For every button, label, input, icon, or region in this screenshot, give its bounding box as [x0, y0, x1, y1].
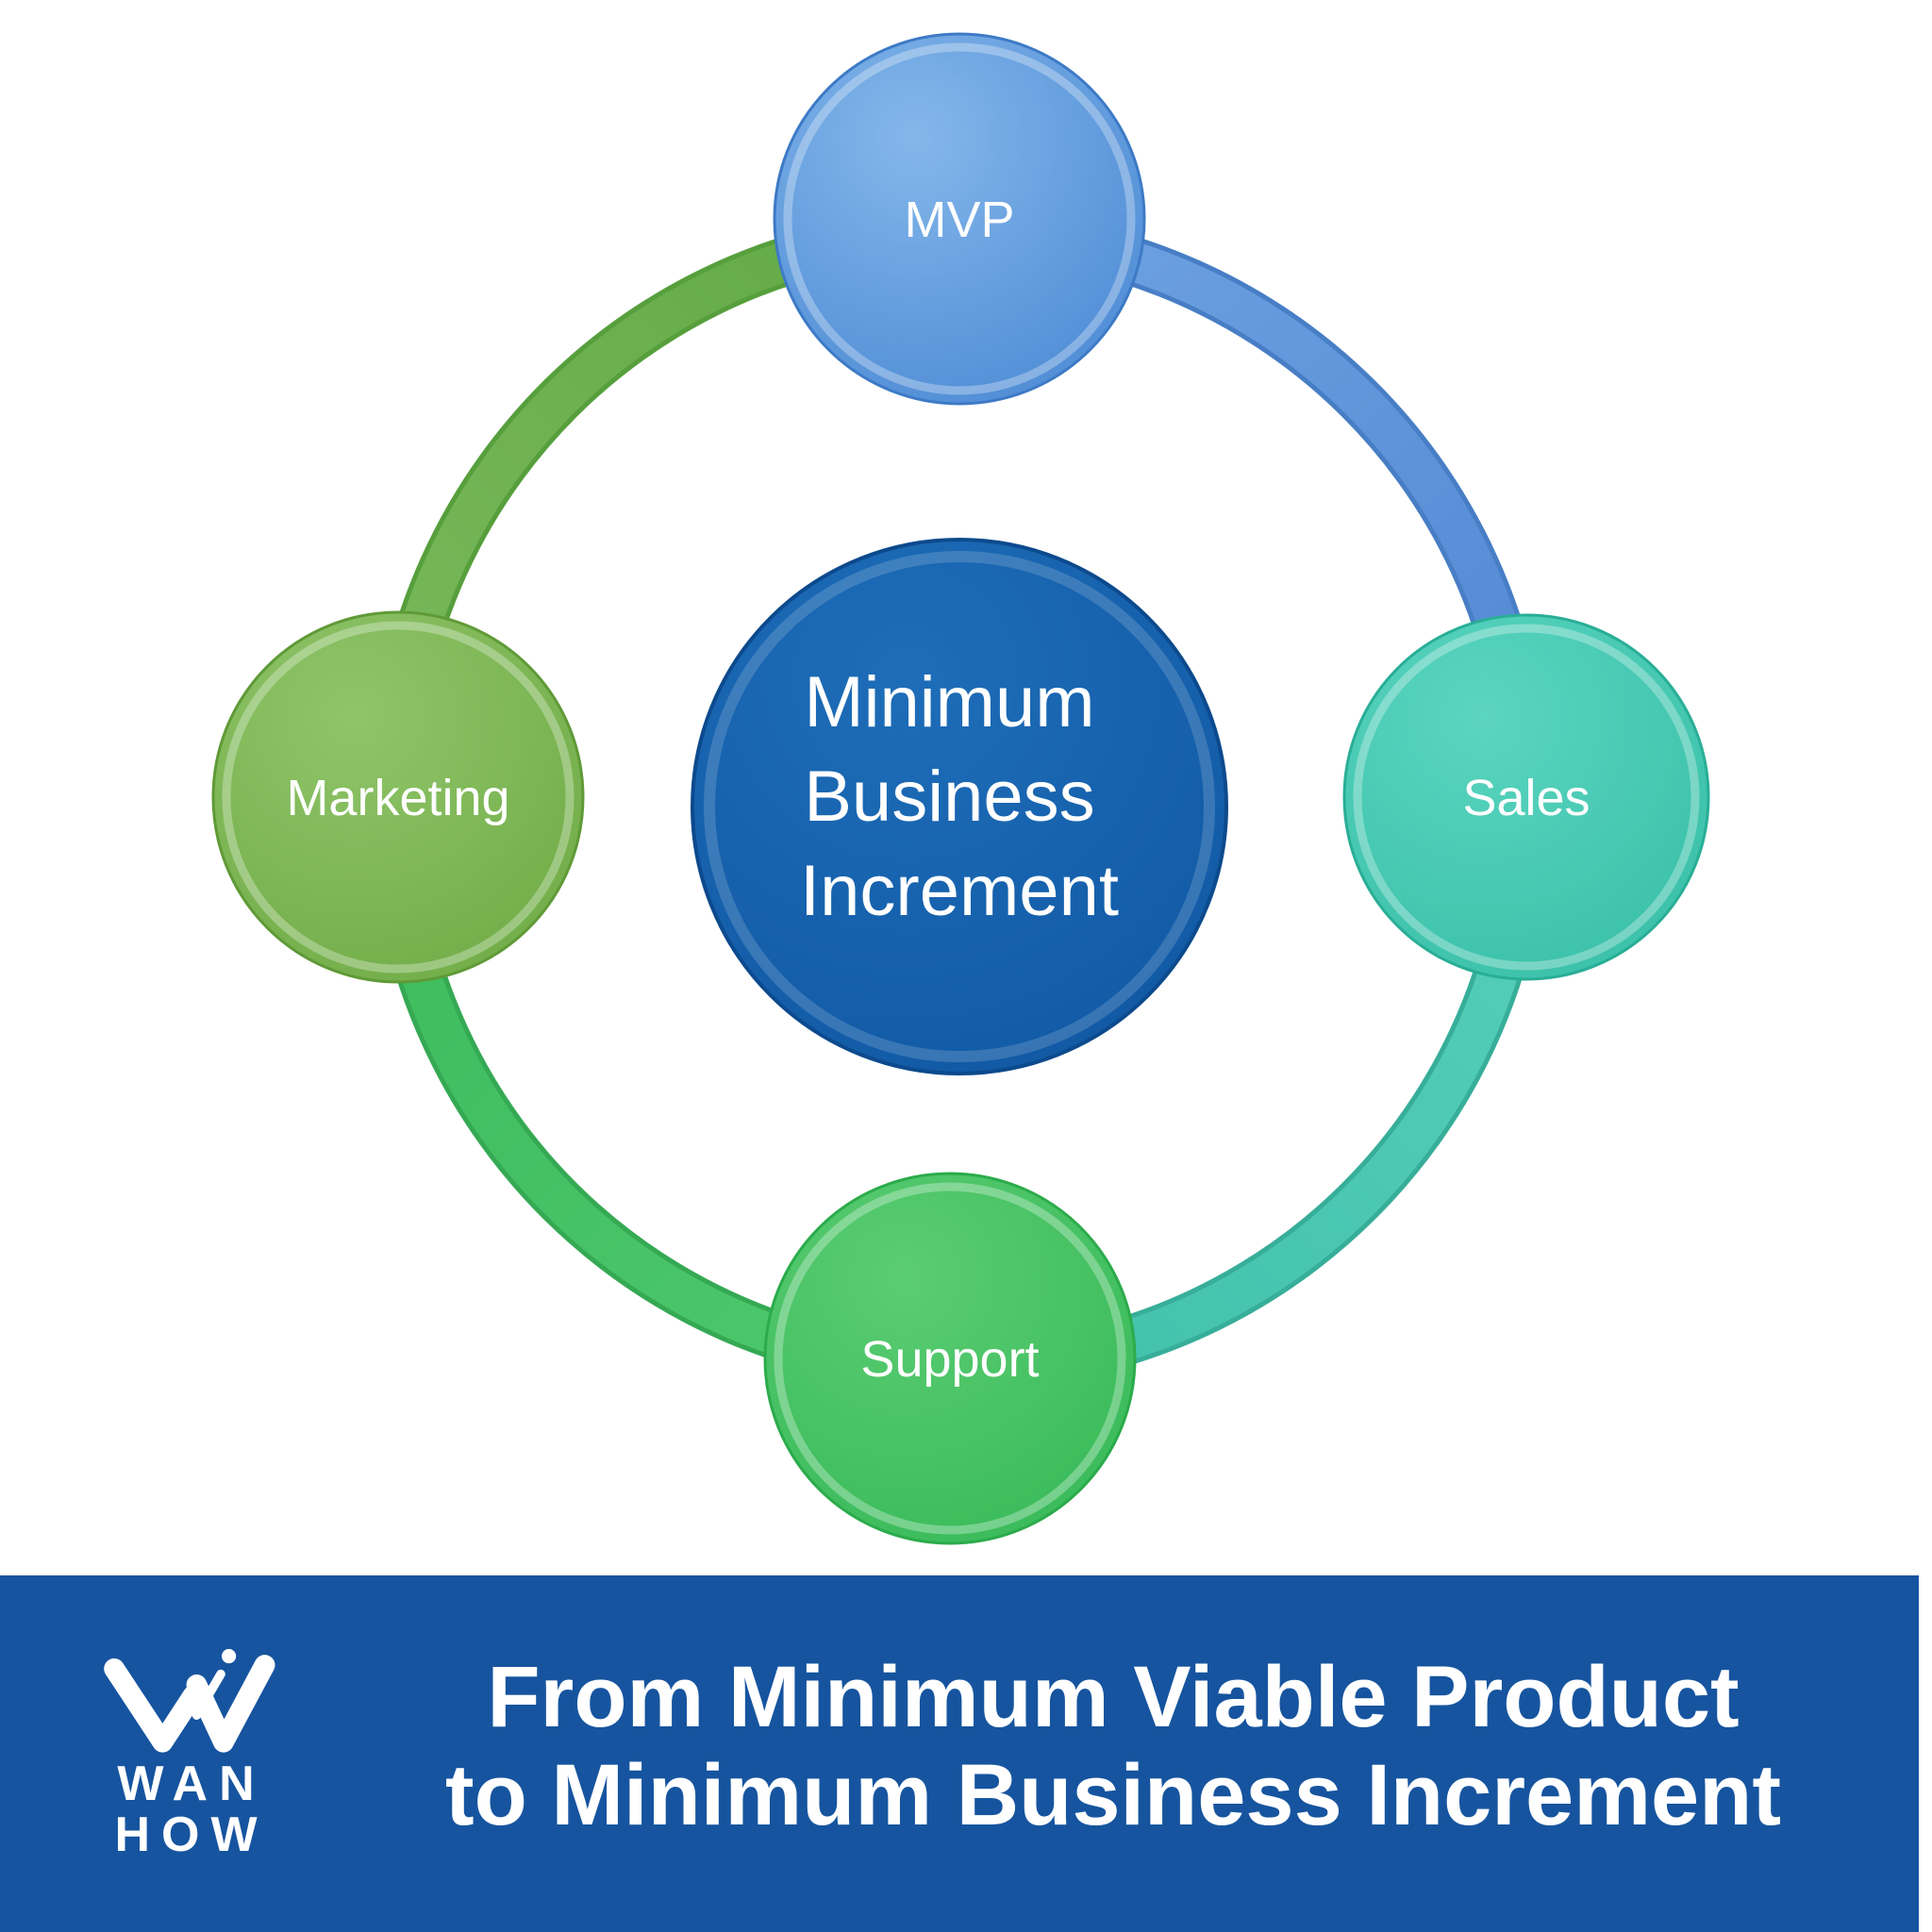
node-marketing-bevel: [222, 621, 575, 974]
banner-title-line2: to Minimum Business Increment: [444, 1746, 1782, 1843]
node-center-bevel: [704, 551, 1215, 1062]
node-sales-bevel: [1353, 624, 1700, 971]
node-support: Support: [763, 1172, 1137, 1545]
banner-title: From Minimum Viable Product to Minimum B…: [311, 1649, 1915, 1845]
cycle-diagram: Minimum Business Increment MVP Sales Sup…: [211, 32, 1710, 1545]
logo-word-wan: WAN: [117, 1757, 266, 1811]
wanhow-w-mark-icon: [104, 1649, 275, 1753]
node-support-bevel: [774, 1182, 1126, 1535]
node-mvp-circle: [773, 32, 1146, 406]
footer-banner: WAN HOW From Minimum Viable Product to M…: [0, 1575, 1919, 1932]
w-mark-left-stroke: [104, 1657, 204, 1753]
logo-word-how: HOW: [114, 1807, 269, 1862]
w-mark-dot: [222, 1649, 237, 1664]
node-sales-label: Sales: [1462, 770, 1590, 826]
node-center: Minimum Business Increment: [691, 538, 1228, 1075]
node-sales: Sales: [1342, 613, 1710, 981]
node-center-label: Minimum Business Increment: [800, 662, 1119, 931]
node-mvp: MVP: [773, 32, 1146, 406]
node-sales-circle: [1342, 613, 1710, 981]
wanhow-logo: WAN HOW: [83, 1649, 291, 1859]
w-mark-pen-stroke: [192, 1669, 225, 1720]
node-mvp-bevel: [783, 42, 1136, 395]
node-support-circle: [763, 1172, 1137, 1545]
banner-title-line1: From Minimum Viable Product: [487, 1649, 1740, 1745]
node-marketing: Marketing: [211, 610, 585, 984]
node-marketing-circle: [211, 610, 585, 984]
node-mvp-label: MVP: [904, 192, 1014, 248]
node-marketing-label: Marketing: [286, 770, 509, 826]
node-support-label: Support: [860, 1331, 1039, 1388]
node-center-circle: [691, 538, 1228, 1075]
